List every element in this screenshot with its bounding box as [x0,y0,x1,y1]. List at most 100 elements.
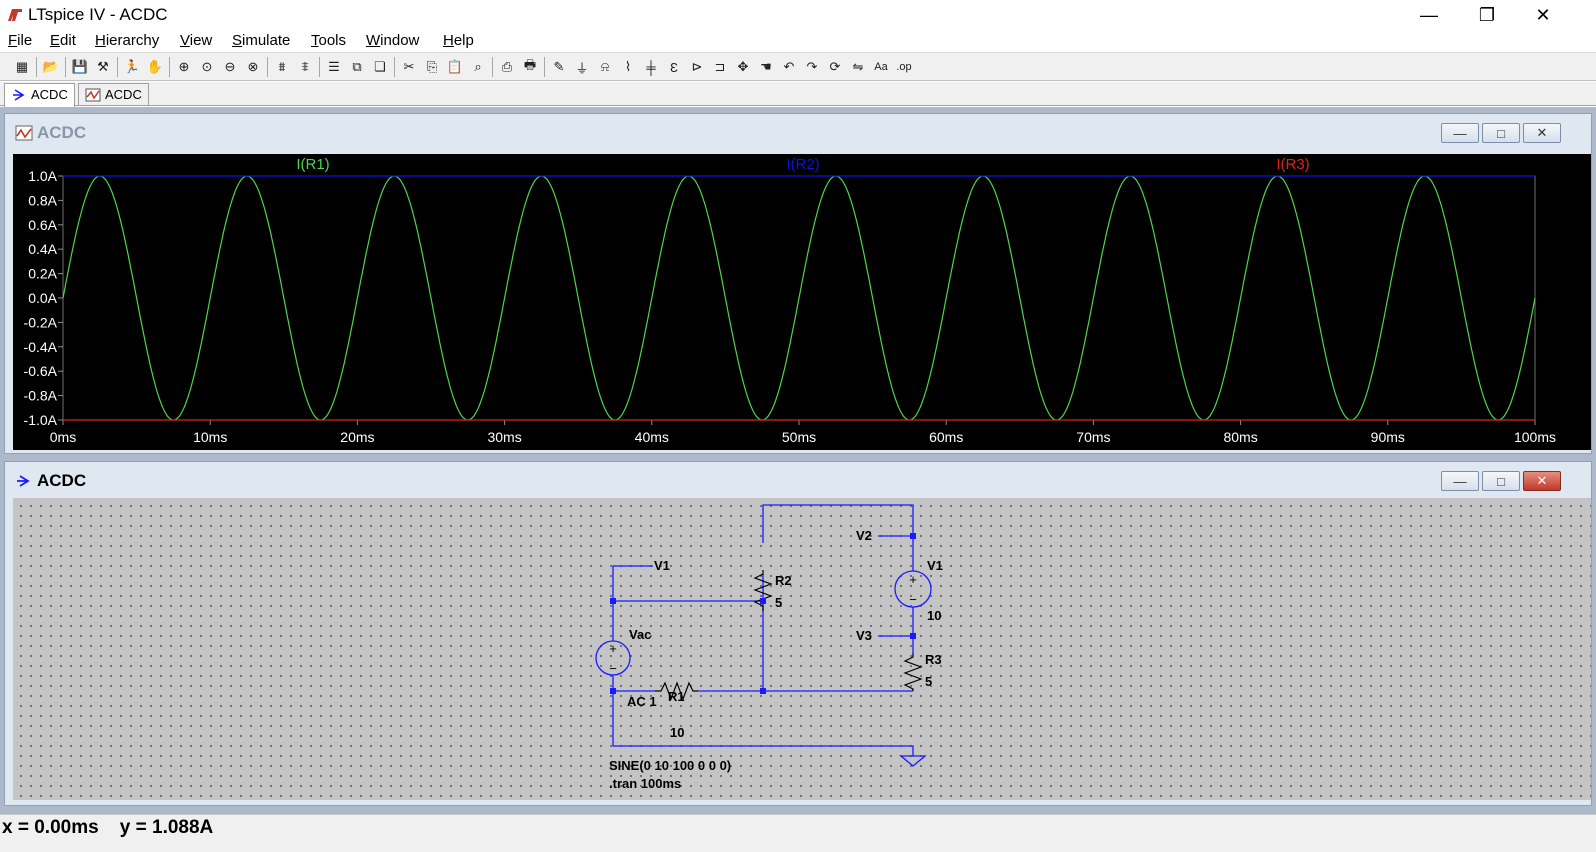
redo-icon[interactable]: ↷ [806,59,818,74]
plot-window-titlebar[interactable]: ACDC — □ ✕ [5,114,1591,150]
menu-view[interactable]: View [180,32,213,49]
schematic-window: ACDC — □ ✕ [4,461,1592,806]
wire-icon[interactable]: ✎ [553,59,565,74]
close-icon: ✕ [1535,4,1551,25]
schematic-icon [17,475,30,487]
component-icon[interactable]: ⊐ [714,59,726,74]
halt-icon[interactable]: ✋ [146,59,164,74]
resistor-icon[interactable]: ⌇ [624,59,632,74]
toolbar-separator [544,57,545,77]
v1-source-symbol: + − [894,570,932,608]
schematic-window-titlebar[interactable]: ACDC — □ ✕ [5,462,1591,498]
paste-icon[interactable]: 📋 [446,59,464,74]
schematic-close-button[interactable]: ✕ [1523,471,1561,491]
document-tabs: ACDC ACDC [0,82,1596,107]
autorange-icon[interactable]: ⩩ [278,59,286,74]
tab-plot-acdc[interactable]: ACDC [78,83,149,105]
zoom-cancel-icon[interactable]: ⊗ [247,59,259,74]
window-title: LTspice IV - ACDC [28,5,168,24]
r1-name: R1 [668,689,685,704]
minimize-button[interactable]: — [1400,0,1458,30]
find-icon[interactable]: ⌕ [474,59,482,74]
title-bar: LTspice IV - ACDC — ❐ ✕ [0,0,1596,30]
save-icon[interactable]: 💾 [71,59,89,74]
resistor-r3-symbol [903,653,923,691]
tile-horizontal-icon[interactable]: ☰ [328,59,340,74]
text-icon[interactable]: Aa [874,61,888,73]
toolbar-separator [117,57,118,77]
run-icon[interactable]: 🏃 [123,59,141,74]
r2-name: R2 [775,573,792,588]
minimize-icon: — [1453,473,1467,489]
tile-vertical-icon[interactable]: ⧉ [352,59,362,74]
junction [610,688,616,694]
plot-maximize-button[interactable]: □ [1482,123,1520,143]
ground-icon[interactable]: ⏚ [575,60,589,76]
menu-tools[interactable]: Tools [311,32,347,49]
v1-source-name: V1 [927,558,943,573]
zoom-pan-icon[interactable]: ⊙ [201,59,213,74]
close-button[interactable]: ✕ [1514,0,1572,30]
cut-icon[interactable]: ✂ [403,59,415,74]
new-schematic-icon[interactable]: ▦ [15,59,29,74]
menu-file[interactable]: File [8,32,33,49]
schematic-minimize-button[interactable]: — [1441,471,1479,491]
zoom-out-icon[interactable]: ⊖ [224,59,236,74]
undo-icon[interactable]: ↶ [783,59,795,74]
plot-close-button[interactable]: ✕ [1523,123,1561,143]
diode-icon[interactable]: ⊳ [691,59,703,74]
vac-source-symbol: + − [595,640,631,676]
resistor-r1-symbol [655,681,698,701]
label-net-icon[interactable]: ⍾ [600,59,610,74]
maximize-button[interactable]: ❐ [1458,0,1516,30]
schematic-canvas[interactable]: + − + − [13,498,1591,800]
open-icon[interactable]: 📂 [42,59,60,74]
toolbar-separator [169,57,170,77]
tran-directive: .tran 100ms [609,776,681,791]
x-tick-label: 90ms [1371,429,1405,445]
svg-text:−: − [609,661,617,676]
drag-icon[interactable]: ☚ [760,59,772,74]
restore-icon: ❐ [1478,4,1496,25]
ltspice-logo-icon [8,9,22,21]
inductor-icon[interactable]: Ɛ [670,59,678,75]
menu-edit[interactable]: Edit [50,32,76,49]
cascade-icon[interactable]: ❏ [374,59,386,74]
wire [612,565,653,601]
trace-ir1 [62,175,1536,421]
plot-minimize-button[interactable]: — [1441,123,1479,143]
x-tick-label: 80ms [1223,429,1257,445]
control-panel-icon[interactable]: ⚒ [97,59,109,74]
svg-text:+: + [909,572,917,587]
menu-help[interactable]: Help [443,32,474,49]
y-tick-label: 1.0A [28,168,57,184]
toolbar: ▦ 📂 💾 ⚒ 🏃 ✋ ⊕ ⊙ ⊖ ⊗ ⩩ ⩨ ☰ ⧉ ❏ ✂ ⎘ 📋 ⌕ ⎙ 🖶 ✎ ⏚ ⍾ ⌇ ╪ Ɛ ⊳ ⊐ ✥ ☚ ↶ ↷ ⟳ ⇋ Aa .op [0,52,1596,81]
menu-simulate[interactable]: Simulate [232,32,291,49]
copy-icon[interactable]: ⎘ [426,59,438,74]
svg-text:+: + [609,641,617,656]
junction [910,633,916,639]
menu-hierarchy[interactable]: Hierarchy [95,32,160,49]
vac-value: AC 1 [627,694,657,709]
tab-label: ACDC [31,87,68,102]
x-tick-label: 0ms [50,429,76,445]
schematic-maximize-button[interactable]: □ [1482,471,1520,491]
print-setup-icon[interactable]: ⎙ [501,59,513,74]
svg-text:−: − [909,592,917,607]
move-icon[interactable]: ✥ [737,59,749,74]
x-tick-label: 20ms [340,429,374,445]
junction [610,598,616,604]
x-tick-label: 10ms [193,429,227,445]
print-icon[interactable]: 🖶 [523,57,537,72]
tab-schematic-acdc[interactable]: ACDC [4,83,75,107]
rotate-icon[interactable]: ⟳ [829,59,841,74]
delete-trace-icon[interactable]: ⩨ [301,59,309,74]
spice-directive-icon[interactable]: .op [896,61,912,73]
capacitor-icon[interactable]: ╪ [646,59,656,75]
toolbar-separator [492,57,493,77]
mirror-icon[interactable]: ⇋ [852,59,864,74]
zoom-in-icon[interactable]: ⊕ [178,59,190,74]
toolbar-separator [65,57,66,77]
menu-window[interactable]: Window [366,32,420,49]
